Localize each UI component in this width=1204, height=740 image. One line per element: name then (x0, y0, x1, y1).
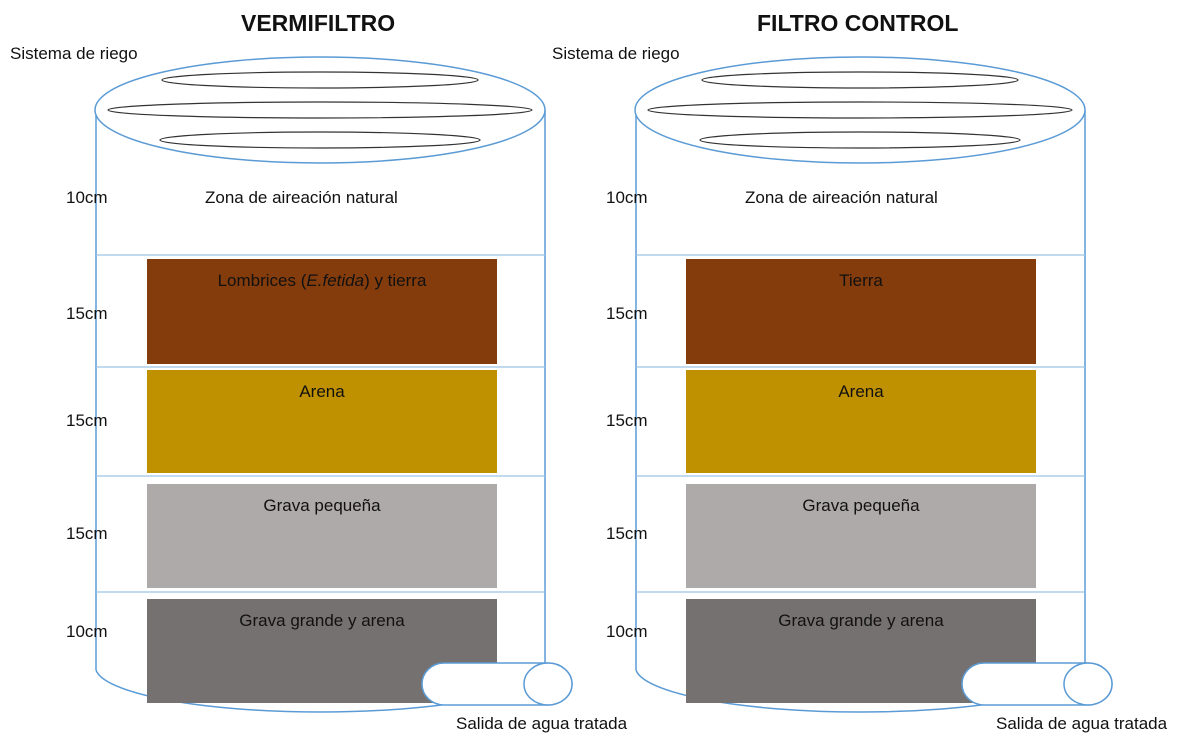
irrigation-ring (699, 131, 1021, 149)
layer-label: Arena (299, 382, 345, 401)
height-label: 15cm (66, 524, 108, 543)
irrigation-ring (161, 71, 479, 89)
irrigation-label: Sistema de riego (552, 44, 680, 63)
layer-sand: Arena (147, 370, 497, 473)
height-label: 15cm (66, 411, 108, 430)
layer-large-gravel-sand: Grava grande y arena (147, 599, 497, 703)
outlet-label: Salida de agua tratada (456, 714, 628, 733)
outlet-label: Salida de agua tratada (996, 714, 1168, 733)
layer-label: Tierra (839, 271, 883, 290)
vermifilter-title: VERMIFILTRO (241, 10, 396, 36)
layer-label: Grava pequeña (802, 496, 920, 515)
irrigation-ring (107, 101, 533, 119)
layer-large-gravel-sand: Grava grande y arena (686, 599, 1036, 703)
aeration-zone-label: Zona de aireación natural (205, 188, 398, 207)
layer-label: Grava grande y arena (239, 611, 405, 630)
height-label: 10cm (66, 188, 108, 207)
layer-sand: Arena (686, 370, 1036, 473)
layer-label: Grava grande y arena (778, 611, 944, 630)
height-label: 15cm (606, 411, 648, 430)
control-filter-title: FILTRO CONTROL (757, 10, 959, 36)
height-label: 15cm (66, 304, 108, 323)
irrigation-label: Sistema de riego (10, 44, 138, 63)
height-label: 15cm (606, 304, 648, 323)
layer-label: Arena (838, 382, 884, 401)
layer-label: Grava pequeña (263, 496, 381, 515)
height-label: 15cm (606, 524, 648, 543)
irrigation-ring (647, 101, 1073, 119)
irrigation-ring (701, 71, 1019, 89)
irrigation-ring (159, 131, 481, 149)
layer-small-gravel: Grava pequeña (686, 484, 1036, 588)
height-label: 10cm (66, 622, 108, 641)
height-label: 10cm (606, 188, 648, 207)
layer-label: Lombrices (E.fetida) y tierra (217, 271, 427, 290)
layer-small-gravel: Grava pequeña (147, 484, 497, 588)
aeration-zone-label: Zona de aireación natural (745, 188, 938, 207)
layer-worms-soil: Lombrices (E.fetida) y tierra (147, 259, 497, 364)
height-label: 10cm (606, 622, 648, 641)
layer-soil: Tierra (686, 259, 1036, 364)
vermifilter-cylinder (94, 56, 546, 713)
